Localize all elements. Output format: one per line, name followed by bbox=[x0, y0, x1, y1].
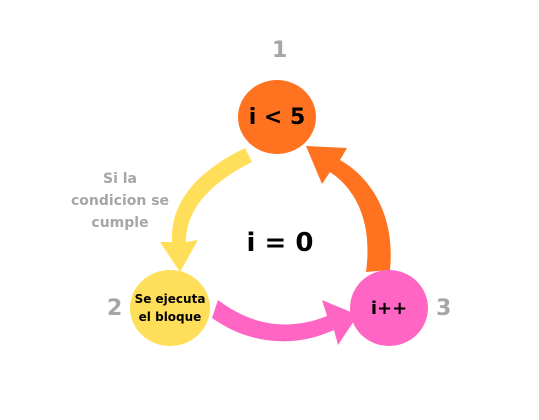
step-number-3: 3 bbox=[436, 296, 452, 321]
step-number-2: 2 bbox=[107, 296, 123, 321]
condition-note: Si la condicion se cumple bbox=[60, 168, 180, 234]
increment-node-label: i++ bbox=[370, 297, 408, 319]
block-node-label-line2: el bloque bbox=[138, 310, 202, 324]
increment-node: i++ bbox=[350, 270, 428, 346]
block-node: Se ejecuta el bloque bbox=[130, 270, 210, 346]
arrow-condition-to-block bbox=[160, 148, 252, 272]
initial-value-label: i = 0 bbox=[246, 228, 314, 258]
step-number-1: 1 bbox=[272, 38, 288, 63]
condition-note-line3: cumple bbox=[91, 215, 149, 231]
condition-note-line1: Si la bbox=[102, 171, 137, 187]
condition-note-line2: condicion se bbox=[70, 193, 170, 209]
arrow-increment-to-condition bbox=[306, 146, 391, 272]
arrow-block-to-increment bbox=[212, 300, 358, 345]
condition-node: i < 5 bbox=[238, 80, 316, 154]
block-node-label-line1: Se ejecuta bbox=[134, 292, 206, 306]
condition-node-label: i < 5 bbox=[248, 104, 306, 130]
